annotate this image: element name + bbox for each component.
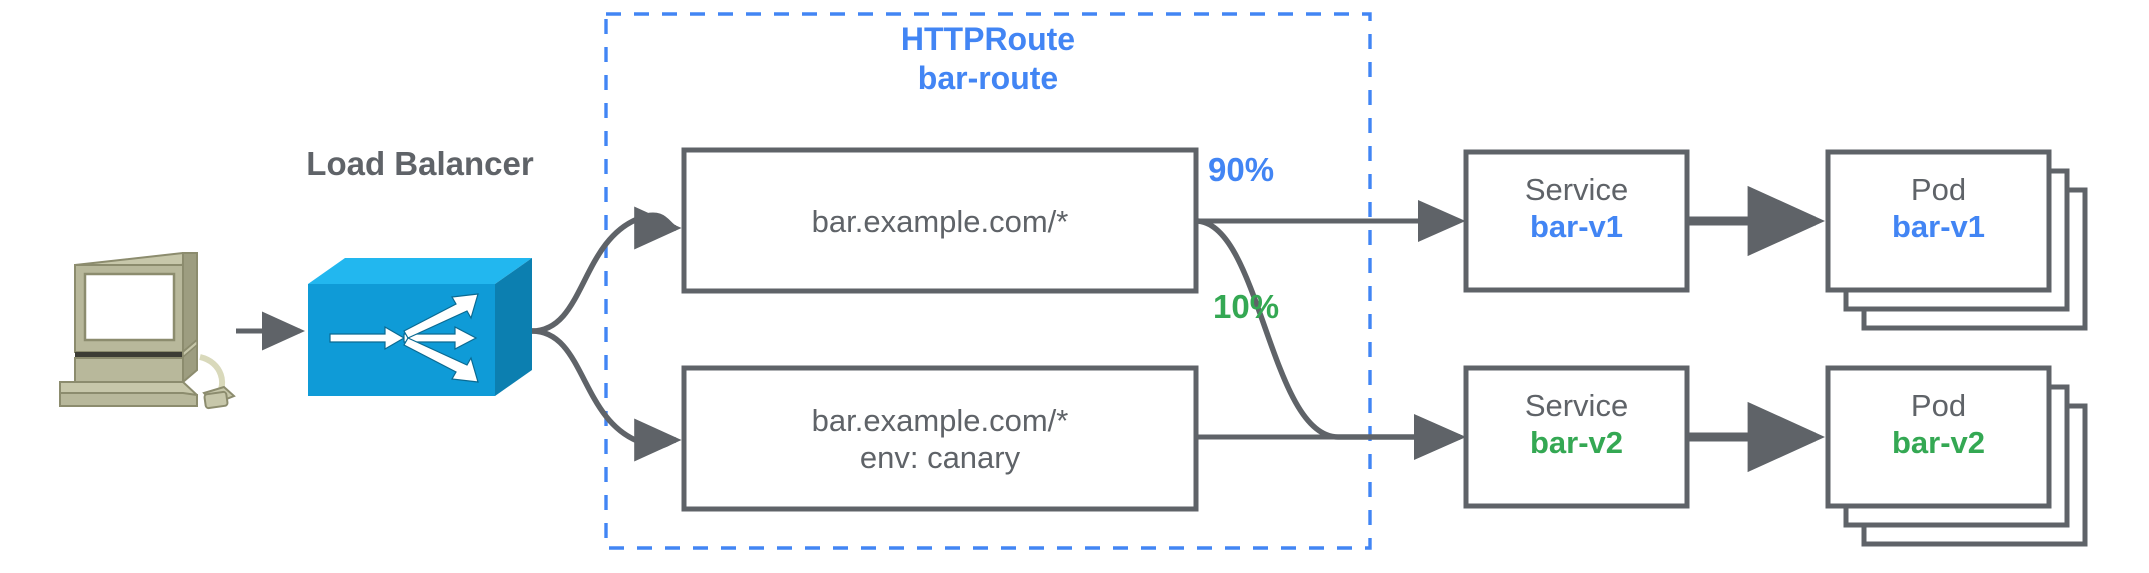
pod-box-bar-v1 (1825, 149, 2052, 293)
arrow-lb-to-rule-canary (531, 328, 682, 462)
rule-box-canary (681, 365, 1199, 512)
arrow-lb-to-rule-primary (531, 206, 682, 334)
arrow-rule-primary-to-service-v2 (1195, 218, 1467, 461)
desktop-computer-icon (59, 252, 236, 410)
httproute-title: HTTPRoute bar-route (606, 20, 1370, 98)
httproute-boundary (604, 12, 1372, 550)
httproute-kind-label: HTTPRoute (900, 21, 1076, 57)
service-box-bar-v2 (1463, 365, 1690, 509)
network-switch-icon (308, 258, 532, 396)
service-box-bar-v1 (1463, 149, 1690, 293)
rule-box-primary (681, 147, 1199, 294)
pod-box-bar-v2 (1825, 365, 2052, 509)
weight-90-label: 90% (1208, 151, 1275, 188)
weight-10-label: 10% (1213, 288, 1280, 325)
httproute-name-label: bar-route (917, 60, 1059, 97)
